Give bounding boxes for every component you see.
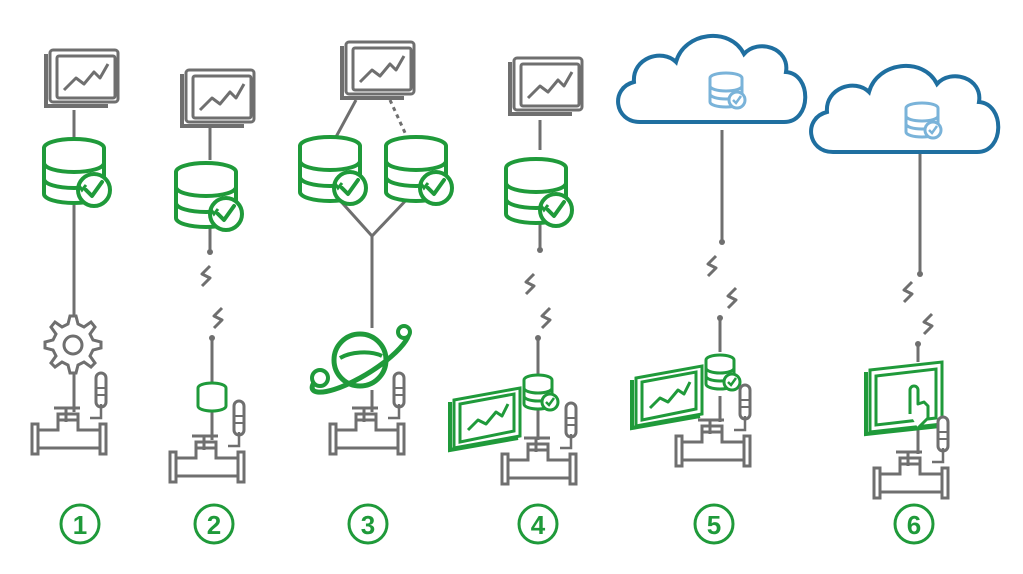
valve-sensor-icon xyxy=(30,371,108,456)
column-1 xyxy=(30,48,120,456)
wireless-icon xyxy=(726,286,738,310)
historian-database-icon xyxy=(298,135,368,206)
number-badge-2: 2 xyxy=(193,503,235,545)
wireless-icon xyxy=(922,312,934,336)
wireless-icon xyxy=(212,306,224,330)
column-5 xyxy=(616,33,808,468)
column-3 xyxy=(298,40,454,456)
valve-sensor-icon xyxy=(168,399,246,484)
trend-monitor-icon xyxy=(508,56,584,116)
small-database-icon xyxy=(704,353,742,392)
number-label: 3 xyxy=(361,510,375,540)
historian-database-icon xyxy=(174,161,244,232)
historian-database-icon xyxy=(42,137,112,208)
number-badge-4: 4 xyxy=(517,503,559,545)
gear-controller-icon xyxy=(43,314,103,375)
number-badge-3: 3 xyxy=(347,503,389,545)
trend-panel-icon xyxy=(630,364,704,430)
historian-database-icon xyxy=(384,135,454,206)
small-database-icon xyxy=(522,373,560,412)
number-badge-5: 5 xyxy=(693,503,735,545)
cloud-database-icon xyxy=(708,71,747,110)
historian-database-icon xyxy=(504,157,574,228)
number-label: 1 xyxy=(73,510,87,540)
column-2 xyxy=(168,68,256,484)
number-badge-1: 1 xyxy=(59,503,101,545)
number-badges: 1 2 3 4 5 6 xyxy=(59,503,935,545)
column-6 xyxy=(809,63,1001,500)
number-label: 4 xyxy=(531,510,546,540)
column-4 xyxy=(448,56,584,486)
trend-monitor-icon xyxy=(180,68,256,128)
number-label: 5 xyxy=(707,510,721,540)
small-database-icon xyxy=(196,381,228,413)
trend-monitor-icon xyxy=(44,48,120,108)
wireless-icon xyxy=(200,264,212,288)
cloud-database-icon xyxy=(904,101,943,140)
wireless-icon xyxy=(706,254,718,278)
number-badge-6: 6 xyxy=(893,503,935,545)
number-label: 6 xyxy=(907,510,921,540)
wireless-icon xyxy=(540,306,552,330)
number-label: 2 xyxy=(207,510,221,540)
trend-monitor-icon xyxy=(340,40,416,100)
trend-panel-icon xyxy=(448,386,522,452)
wireless-icon xyxy=(524,272,536,296)
wireless-icon xyxy=(902,280,914,304)
touch-panel-icon xyxy=(864,360,944,436)
